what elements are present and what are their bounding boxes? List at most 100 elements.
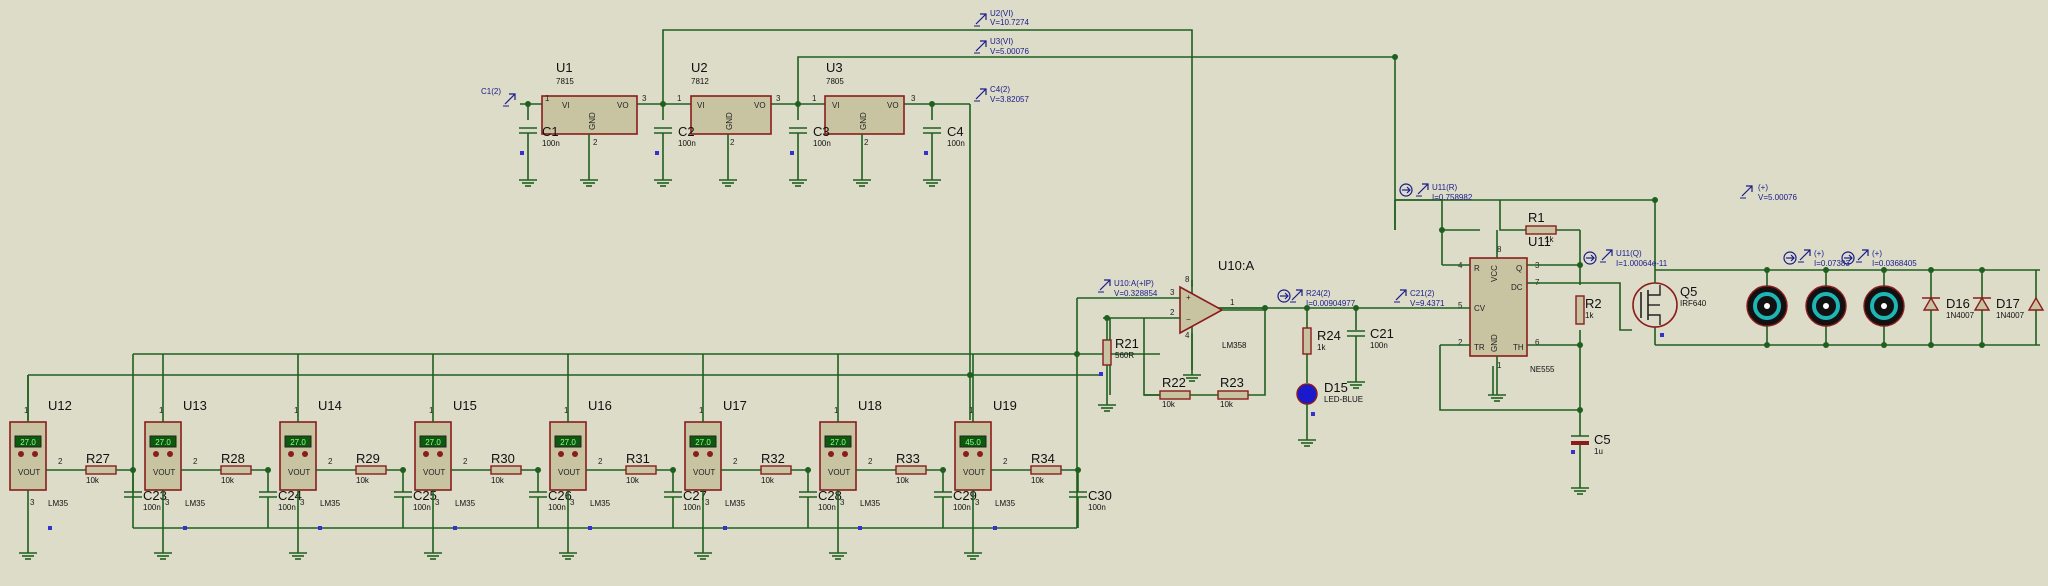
svg-text:2: 2 bbox=[864, 138, 869, 147]
cap-c2[interactable]: C2 100n bbox=[653, 124, 696, 187]
sensor-wiring bbox=[27, 297, 1440, 529]
cap-c3[interactable]: C3 100n bbox=[788, 124, 831, 187]
timer-u11[interactable]: R VCC Q DC CV TR GND TH 4 8 3 7 5 2 6 1 … bbox=[1440, 230, 1560, 402]
sensor-ref: U18 bbox=[858, 398, 882, 413]
sensor-part: LM35 bbox=[185, 499, 206, 508]
pin-number: 2 bbox=[58, 457, 63, 466]
cap-ref: C28 bbox=[818, 488, 842, 503]
diode-d16[interactable]: D16 1N4007 bbox=[1922, 270, 1975, 345]
svg-text:10k: 10k bbox=[1220, 400, 1234, 409]
svg-text:U2: U2 bbox=[691, 60, 708, 75]
svg-text:R21: R21 bbox=[1115, 336, 1139, 351]
svg-text:GND: GND bbox=[1490, 334, 1499, 352]
svg-text:1k: 1k bbox=[1585, 311, 1594, 320]
sensor-part: LM35 bbox=[590, 499, 611, 508]
regulator-u2[interactable]: U2 7812 VI VO GND 1 3 2 bbox=[677, 60, 781, 187]
resistor-r2[interactable]: R2 1k bbox=[1575, 295, 1602, 325]
resistor-r23[interactable]: R23 10k bbox=[1190, 375, 1249, 409]
svg-text:TR: TR bbox=[1474, 343, 1485, 352]
svg-text:8: 8 bbox=[1185, 275, 1190, 284]
resistor[interactable] bbox=[625, 465, 657, 475]
probe-u11-r[interactable]: U11(R) I=0.758982 bbox=[1399, 183, 1473, 202]
cap-c1[interactable]: C1 100n bbox=[518, 124, 560, 187]
probe-r24[interactable]: R24(2) I=0.00904977 bbox=[1277, 289, 1356, 308]
resistor[interactable] bbox=[355, 465, 387, 475]
svg-text:(+): (+) bbox=[1814, 249, 1824, 258]
resistor[interactable] bbox=[490, 465, 522, 475]
svg-text:Q5: Q5 bbox=[1680, 284, 1697, 299]
svg-text:VI: VI bbox=[832, 101, 840, 110]
regulator-u3[interactable]: U3 7805 VI VO GND 1 3 2 bbox=[812, 60, 916, 187]
cap-ref: C24 bbox=[278, 488, 302, 503]
resistor-r21[interactable]: R21 560R bbox=[1097, 318, 1139, 412]
probe-c4[interactable]: C4(2) V=3.82057 bbox=[973, 85, 1029, 104]
resistor-ref: R29 bbox=[356, 451, 380, 466]
probe-motor-2[interactable]: (+) I=0.07383 bbox=[1783, 249, 1850, 268]
resistor[interactable] bbox=[85, 465, 117, 475]
probe-u10a-ip[interactable]: U10:A(+IP) V=0.328854 bbox=[1097, 279, 1158, 298]
sensor-ref: U12 bbox=[48, 398, 72, 413]
pin-number: 3 bbox=[30, 498, 35, 507]
junction-dots bbox=[525, 54, 1985, 413]
svg-text:C1(2): C1(2) bbox=[481, 87, 501, 96]
diode-d17[interactable]: D17 1N4007 bbox=[1973, 270, 2025, 345]
svg-text:(+): (+) bbox=[1872, 249, 1882, 258]
probe-c21[interactable]: C21(2) V=9.4371 bbox=[1393, 289, 1445, 308]
resistor[interactable] bbox=[895, 465, 927, 475]
svg-text:U10:A: U10:A bbox=[1218, 258, 1254, 273]
svg-text:1: 1 bbox=[545, 94, 550, 103]
svg-text:(+): (+) bbox=[1758, 183, 1768, 192]
svg-text:V=9.4371: V=9.4371 bbox=[1410, 299, 1445, 308]
svg-text:DC: DC bbox=[1511, 283, 1523, 292]
resistor[interactable] bbox=[1030, 465, 1062, 475]
svg-text:C21: C21 bbox=[1370, 326, 1394, 341]
resistor-ref: R33 bbox=[896, 451, 920, 466]
svg-text:1: 1 bbox=[812, 94, 817, 103]
cap-c21[interactable]: C21 100n bbox=[1346, 326, 1394, 389]
resistor[interactable] bbox=[760, 465, 792, 475]
motor-2[interactable] bbox=[1805, 270, 1847, 345]
probe-plus-5v[interactable]: (+) V=5.00076 bbox=[1739, 183, 1797, 202]
svg-text:I=0.00904977: I=0.00904977 bbox=[1306, 299, 1356, 308]
probe-u11-q[interactable]: U11(Q) I=1.00064e-11 bbox=[1583, 249, 1668, 268]
pin-number: 3 bbox=[435, 498, 440, 507]
pin-number: 2 bbox=[598, 457, 603, 466]
mosfet-q5[interactable]: Q5 IRF640 bbox=[1632, 270, 1707, 337]
svg-text:2: 2 bbox=[1458, 338, 1463, 347]
probe-u2-vi[interactable]: U2(VI) V=10.7274 bbox=[973, 9, 1029, 27]
svg-text:U10:A(+IP): U10:A(+IP) bbox=[1114, 279, 1154, 288]
svg-text:VO: VO bbox=[887, 101, 899, 110]
sensor-part: LM35 bbox=[455, 499, 476, 508]
svg-text:C4: C4 bbox=[947, 124, 964, 139]
svg-text:V=5.00076: V=5.00076 bbox=[1758, 193, 1797, 202]
resistor-r1[interactable]: R1 1k bbox=[1525, 210, 1557, 244]
svg-text:U3: U3 bbox=[826, 60, 843, 75]
pin-number: 2 bbox=[868, 457, 873, 466]
resistor-value: 10k bbox=[1031, 476, 1045, 485]
cap-c4[interactable]: C4 100n bbox=[922, 124, 965, 187]
opamp-u10a[interactable]: U10:A LM358 + − 3 2 1 8 4 bbox=[1160, 258, 1265, 382]
probe-c1[interactable]: C1(2) bbox=[481, 87, 516, 107]
regulator-u1[interactable]: U1 7815 VI VO GND 1 3 2 bbox=[541, 60, 647, 187]
svg-text:D15: D15 bbox=[1324, 380, 1348, 395]
resistor-r24[interactable]: R24 1k bbox=[1302, 327, 1341, 383]
led-d15[interactable]: D15 LED-BLUE bbox=[1296, 380, 1363, 447]
probe-u3-vi[interactable]: U3(VI) V=5.00076 bbox=[973, 37, 1029, 56]
svg-text:5: 5 bbox=[1458, 301, 1463, 310]
motor-3[interactable] bbox=[1863, 270, 1905, 345]
temperature-readout: 27.0 bbox=[560, 438, 576, 447]
svg-text:R: R bbox=[1474, 264, 1480, 273]
sensor-ref: U16 bbox=[588, 398, 612, 413]
resistor[interactable] bbox=[220, 465, 252, 475]
probe-motor-3[interactable]: (+) I=0.0368405 bbox=[1841, 249, 1917, 268]
motor-1[interactable] bbox=[1746, 270, 1788, 345]
cap-c5[interactable]: C5 1u bbox=[1570, 430, 1611, 495]
